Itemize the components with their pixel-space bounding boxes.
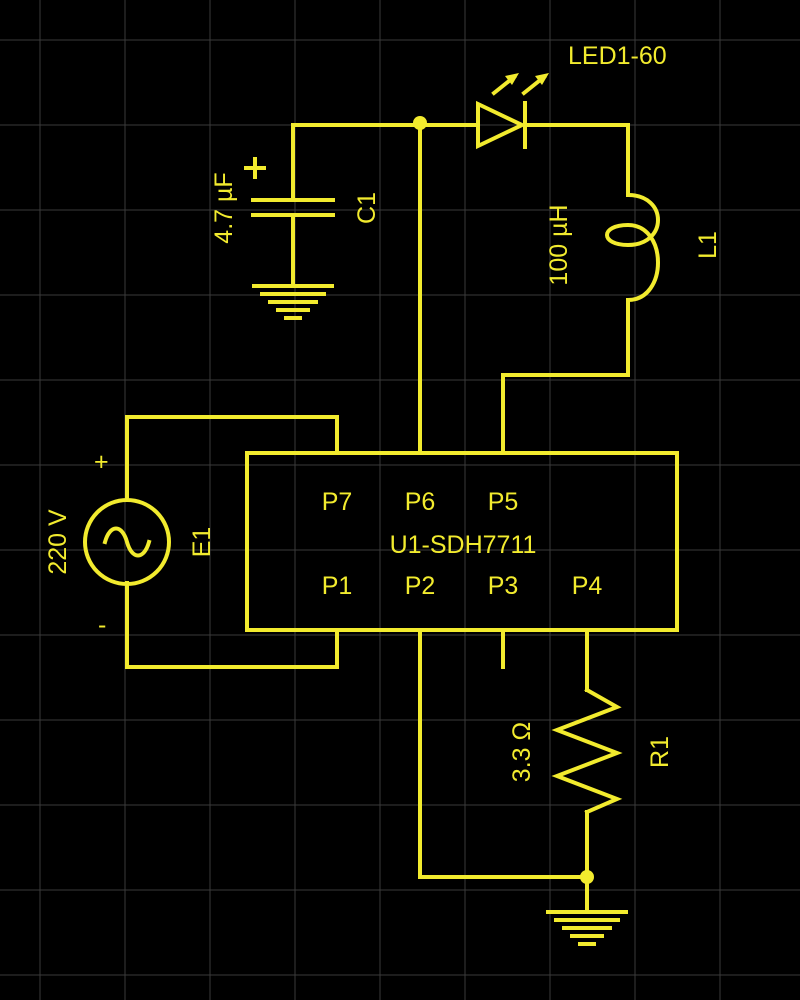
junction-bottom <box>580 870 594 884</box>
ic-pin-label-p2: P2 <box>405 572 436 600</box>
source-value-label: 220 V <box>44 509 72 575</box>
resistor-ref-label: R1 <box>646 736 674 768</box>
wire-led-to-inductor <box>523 123 630 197</box>
circuit: LED1-60 4.7 µF C1 100 µH L1 + - 220 V E1… <box>44 42 722 946</box>
resistor-symbol[interactable] <box>551 687 623 815</box>
source-plus-label: + <box>94 448 109 476</box>
inductor-coil[interactable] <box>605 192 660 303</box>
wire-p2-to-ground <box>418 628 589 879</box>
capacitor-value-label: 4.7 µF <box>210 172 238 243</box>
ic-name-label: U1-SDH7711 <box>390 531 537 559</box>
ground-symbol <box>546 910 628 946</box>
ic-pin-label-p4: P4 <box>572 572 603 600</box>
ic-pin-label-p1: P1 <box>322 572 353 600</box>
inductor-ref-label: L1 <box>694 231 722 259</box>
ac-source-symbol[interactable] <box>83 498 171 586</box>
wire-source-top <box>125 415 339 502</box>
resistor-value-label: 3.3 Ω <box>508 722 536 782</box>
source-ref-label: E1 <box>188 527 216 558</box>
led-ref-label: LED1-60 <box>568 42 667 70</box>
led-emission-arrows-icon <box>491 73 549 96</box>
junction-top <box>413 116 427 130</box>
capacitor-plus-icon <box>244 157 266 179</box>
capacitor-ref-label: C1 <box>353 192 381 224</box>
ground-symbol <box>252 284 334 320</box>
ic-pin-label-p5: P5 <box>488 488 519 516</box>
wire-source-bottom <box>125 581 339 669</box>
ic-body[interactable] <box>245 451 679 632</box>
source-minus-label: - <box>98 611 106 639</box>
wire-inductor-to-p5 <box>501 298 630 455</box>
led-symbol[interactable] <box>476 100 527 150</box>
inductor-value-label: 100 µH <box>545 204 573 285</box>
ic-pin-label-p3: P3 <box>488 572 519 600</box>
ic-pin-label-p6: P6 <box>405 488 436 516</box>
ic-pin-label-p7: P7 <box>322 488 353 516</box>
